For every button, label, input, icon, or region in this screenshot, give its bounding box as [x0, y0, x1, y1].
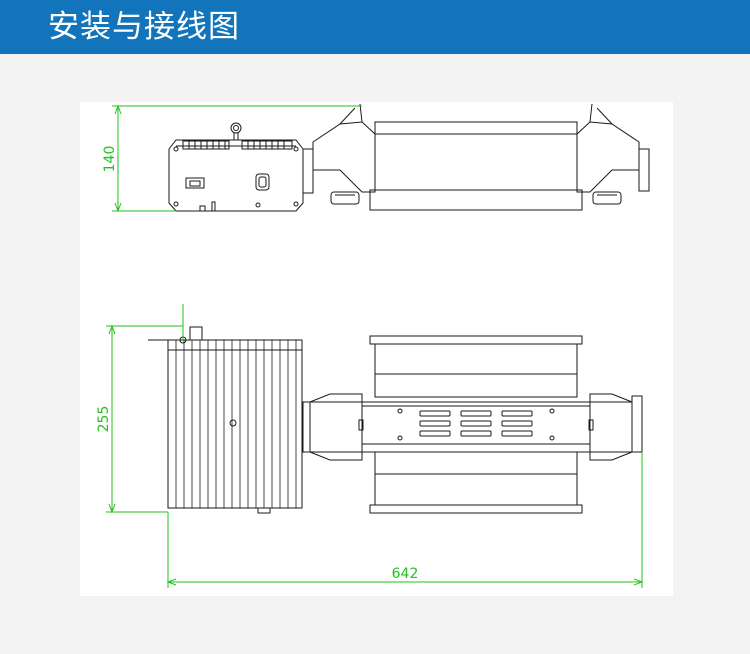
ballast-front-view	[168, 122, 304, 212]
hanging-ring-icon	[230, 122, 242, 134]
drawing-panel	[80, 102, 673, 596]
reflector-top-view	[302, 335, 643, 514]
ballast-body	[168, 139, 304, 212]
dimension-label-642: 642	[392, 566, 419, 582]
vent-slots	[419, 410, 533, 437]
terminal-block-left	[182, 140, 230, 150]
reflector-side-view	[302, 103, 650, 211]
rj-connector-icon	[185, 177, 205, 189]
terminal-block-right	[241, 140, 293, 150]
ballast-top-view	[148, 326, 303, 514]
dimension-label-255: 255	[96, 406, 112, 433]
header-bar: 安装与接线图	[0, 0, 750, 54]
dial-knob-icon	[255, 173, 270, 191]
dimension-lines	[106, 104, 644, 588]
page-title: 安装与接线图	[48, 9, 240, 45]
dimension-label-140: 140	[102, 146, 118, 173]
